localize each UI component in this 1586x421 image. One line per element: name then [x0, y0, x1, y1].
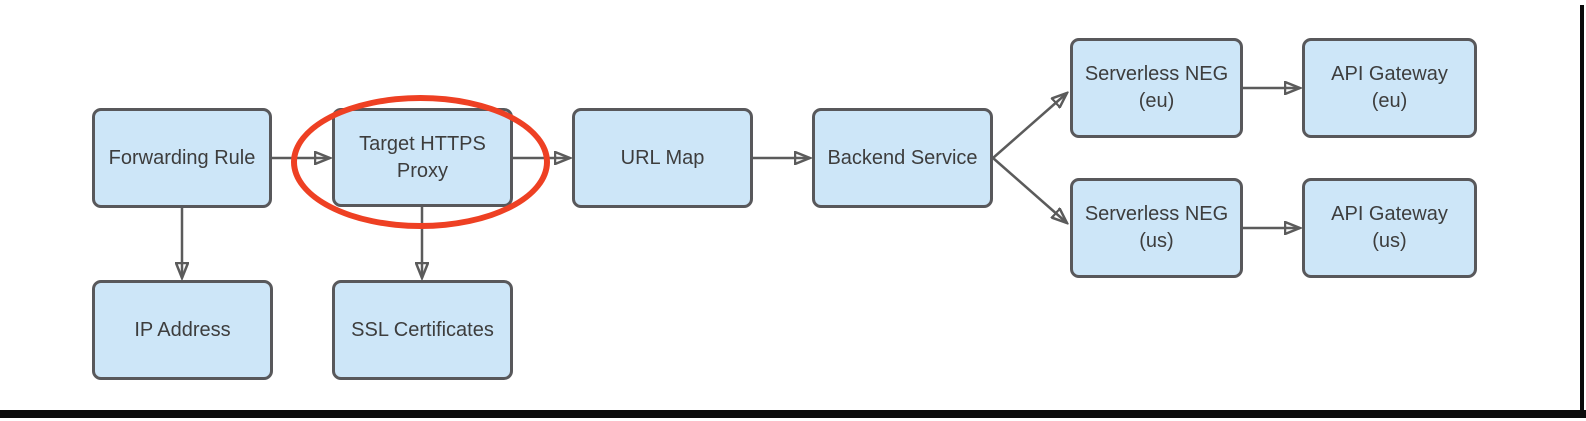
edge-backend-service-to-serverless-neg-eu [992, 93, 1067, 159]
node-ip-address: IP Address [92, 280, 273, 380]
node-url-map: URL Map [572, 108, 753, 208]
node-ip-address-label: IP Address [134, 318, 231, 341]
node-backend-service-label: Backend Service [827, 146, 978, 169]
node-forwarding-rule-label: Forwarding Rule [108, 146, 256, 169]
frame-right-edge [1580, 5, 1584, 418]
node-url-map-label: URL Map [620, 146, 705, 169]
node-serverless-neg-eu-label: Serverless NEG (eu) [1084, 63, 1229, 112]
node-target-https-proxy: Target HTTPS Proxy [332, 108, 513, 207]
node-serverless-neg-eu: Serverless NEG (eu) [1070, 38, 1243, 138]
node-serverless-neg-us: Serverless NEG (us) [1070, 178, 1243, 278]
node-api-gateway-eu: API Gateway (eu) [1302, 38, 1477, 138]
node-forwarding-rule: Forwarding Rule [92, 108, 272, 208]
node-serverless-neg-us-label: Serverless NEG (us) [1084, 203, 1229, 252]
node-target-https-proxy-label: Target HTTPS Proxy [359, 132, 486, 182]
node-api-gateway-eu-label: API Gateway (eu) [1331, 63, 1448, 112]
edge-backend-service-to-serverless-neg-us [992, 157, 1067, 223]
node-ssl-certificates: SSL Certificates [332, 280, 513, 380]
node-api-gateway-us-label: API Gateway (us) [1331, 203, 1448, 252]
node-backend-service: Backend Service [812, 108, 993, 208]
node-api-gateway-us: API Gateway (us) [1302, 178, 1477, 278]
node-ssl-certificates-label: SSL Certificates [351, 318, 494, 341]
frame-bottom-edge [0, 410, 1586, 418]
